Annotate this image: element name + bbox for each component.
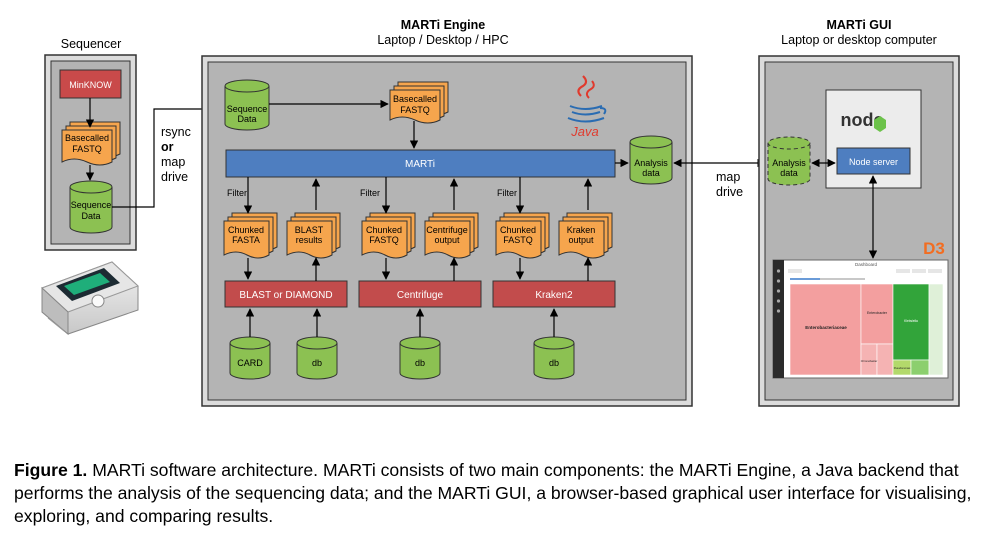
map-drive-label-1: map <box>716 170 740 184</box>
d3-logo: D3 <box>923 239 945 258</box>
java-label: Java <box>570 124 598 139</box>
node-server-container: node Node server <box>825 89 922 189</box>
engine-subtitle: Laptop / Desktop / HPC <box>377 33 508 47</box>
card-database: CARD <box>229 336 271 380</box>
sequencer-basecalled-line2: FASTQ <box>72 144 102 154</box>
dashboard-screenshot: Dashboard Enterobacteriaceae Enterobacte… <box>772 259 949 379</box>
java-logo: Java <box>567 75 607 139</box>
chunked-fastq-2-line1: Chunked <box>500 225 536 235</box>
sequencer-seqdata-line1: Sequence <box>71 200 112 210</box>
kraken2-label: Kraken2 <box>535 290 573 301</box>
sequencer-title: Sequencer <box>61 37 121 51</box>
engine-seqdata-line2: Data <box>237 114 256 124</box>
blast-results-line1: BLAST <box>295 225 324 235</box>
treemap-remainder <box>928 283 944 376</box>
kraken-db-label: db <box>549 358 559 368</box>
engine-title: MARTi Engine <box>401 18 486 32</box>
chunked-fasta-line2: FASTA <box>232 235 260 245</box>
kraken-db: db <box>533 336 575 380</box>
blast-diamond-tool: BLAST or DIAMOND <box>224 280 348 308</box>
treemap-label-enterobacter: Enterobacter <box>867 311 888 315</box>
centrifuge-output-line1: Centrifuge <box>426 225 468 235</box>
marti-core-bar: MARTi <box>225 149 616 178</box>
gui-analysis-line1: Analysis <box>772 158 806 168</box>
centrifuge-db-label: db <box>415 358 425 368</box>
treemap-label-chromobacter: Chromobacter <box>861 359 878 363</box>
treemap-label-klebsiella: Klebsiella <box>904 319 918 323</box>
node-hexagon-icon <box>874 116 886 132</box>
centrifuge-tool: Centrifuge <box>358 280 482 308</box>
blast-results-doc: BLAST results <box>286 212 341 259</box>
chunked-fastq-1-line1: Chunked <box>366 225 402 235</box>
chunked-fastq-2-line2: FASTQ <box>503 235 533 245</box>
gui-subtitle: Laptop or desktop computer <box>781 33 937 47</box>
caption-text: MARTi software architecture. MARTi consi… <box>14 460 972 526</box>
map-drive-label-2: drive <box>716 185 743 199</box>
minknow-label: MinKNOW <box>69 80 112 90</box>
engine-basecalled-line1: Basecalled <box>393 94 437 104</box>
minion-device-image <box>41 261 139 336</box>
centrifuge-label: Centrifuge <box>397 290 444 301</box>
chunked-fastq-doc-2: Chunked FASTQ <box>495 212 550 259</box>
engine-seqdata-line1: Sequence <box>227 104 268 114</box>
engine-analysis-data-cylinder: Analysis data <box>629 135 673 185</box>
node-server-label: Node server <box>849 157 898 167</box>
centrifuge-output-doc: Centrifuge output <box>424 212 479 259</box>
kraken-output-line2: output <box>568 235 594 245</box>
chunked-fastq-1-line2: FASTQ <box>369 235 399 245</box>
blast-results-line2: results <box>296 235 323 245</box>
marti-label: MARTi <box>405 159 435 170</box>
transfer-label-drive: drive <box>161 170 188 184</box>
card-label: CARD <box>237 358 263 368</box>
centrifuge-db: db <box>399 336 441 380</box>
treemap-label-enterobacteriaceae: Enterobacteriaceae <box>805 325 847 330</box>
kraken2-tool: Kraken2 <box>492 280 616 308</box>
gui-title: MARTi GUI <box>826 18 891 32</box>
gui-analysis-data-cylinder: Analysis data <box>767 136 811 186</box>
kraken-output-line1: Kraken <box>567 225 596 235</box>
chunked-fasta-doc: Chunked FASTA <box>223 212 278 259</box>
blast-db: db <box>296 336 338 380</box>
sequencer-seqdata-line2: Data <box>81 211 100 221</box>
transfer-label-map: map <box>161 155 185 169</box>
sequencer-basecalled-line1: Basecalled <box>65 133 109 143</box>
treemap-small-2 <box>876 343 894 376</box>
treemap-klebsiella <box>892 283 930 361</box>
dashboard-title: Dashboard <box>855 262 878 267</box>
filter-label-1: Filter <box>227 188 247 198</box>
blast-db-label: db <box>312 358 322 368</box>
chunked-fastq-doc-1: Chunked FASTQ <box>361 212 416 259</box>
transfer-label-or: or <box>161 140 174 154</box>
engine-analysis-line2: data <box>642 168 660 178</box>
filter-label-3: Filter <box>497 188 517 198</box>
blast-diamond-label: BLAST or DIAMOND <box>239 290 332 301</box>
transfer-label-rsync: rsync <box>161 125 191 139</box>
node-logo: node <box>841 110 884 130</box>
treemap-small-3 <box>910 359 930 376</box>
filter-label-2: Filter <box>360 188 380 198</box>
engine-basecalled-line2: FASTQ <box>400 105 430 115</box>
caption-label: Figure 1. <box>14 460 88 480</box>
figure-caption: Figure 1. MARTi software architecture. M… <box>14 459 989 528</box>
centrifuge-output-line2: output <box>434 235 460 245</box>
gui-analysis-line2: data <box>780 168 798 178</box>
kraken-output-doc: Kraken output <box>558 212 613 259</box>
sequencer-basecalled-fastq-doc: Basecalled FASTQ <box>61 121 121 166</box>
engine-basecalled-fastq-doc: Basecalled FASTQ <box>389 81 449 124</box>
chunked-fasta-line1: Chunked <box>228 225 264 235</box>
engine-analysis-line1: Analysis <box>634 158 668 168</box>
treemap-enterobacter <box>860 283 894 345</box>
architecture-diagram: Sequencer MinKNOW Basecalled FASTQ Seque… <box>41 18 960 407</box>
treemap-label-pseudomonas: Pseudomonas <box>894 366 911 370</box>
minknow-box: MinKNOW <box>59 69 122 99</box>
engine-sequence-data-cylinder: Sequence Data <box>224 79 270 131</box>
d3-label: D3 <box>923 239 945 258</box>
sequencer-sequence-data-cylinder: Sequence Data <box>69 180 113 234</box>
